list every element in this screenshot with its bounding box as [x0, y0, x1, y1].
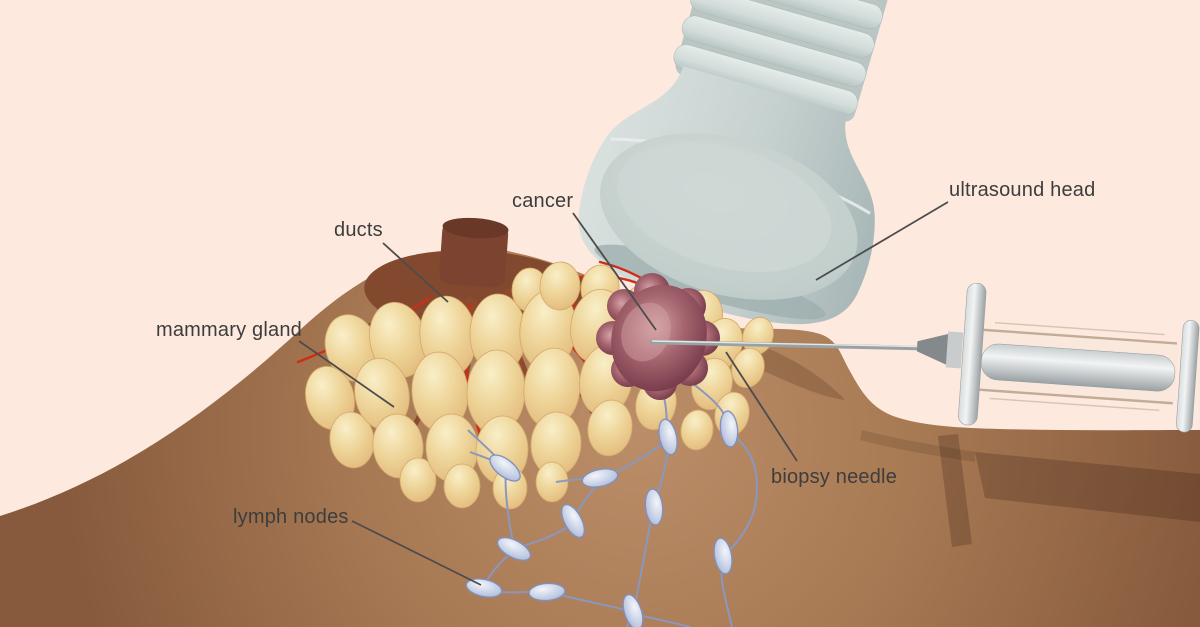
syringe-shadow: [860, 430, 1200, 547]
leader-ducts: [382, 242, 449, 303]
label-cancer: cancer: [512, 190, 574, 212]
ultrasound-probe: [578, 0, 912, 325]
lymph-node-chain: [465, 379, 758, 627]
probe-handle: [673, 0, 912, 122]
syringe-plunger-handle: [1176, 320, 1200, 433]
leader-mammary-gland: [298, 340, 395, 408]
leader-cancer: [572, 212, 657, 331]
syringe-flange: [958, 282, 987, 426]
leader-ultrasound-head: [815, 201, 949, 281]
biopsy-needle: [649, 339, 919, 351]
label-ducts: ducts: [334, 219, 383, 241]
label-ultrasound-head: ultrasound head: [949, 179, 1096, 201]
cancer-mass: [596, 273, 720, 400]
label-biopsy-needle: biopsy needle: [771, 466, 898, 488]
leader-lymph-nodes: [351, 520, 482, 586]
lymph-node: [465, 410, 739, 627]
nipple: [439, 217, 509, 288]
syringe: [916, 282, 1200, 433]
label-mammary-gland: mammary gland: [156, 319, 302, 341]
leader-lines: [298, 201, 949, 586]
leader-biopsy-needle: [725, 351, 798, 462]
label-lymph-nodes: lymph nodes: [233, 506, 349, 528]
probe-head: [578, 66, 875, 325]
